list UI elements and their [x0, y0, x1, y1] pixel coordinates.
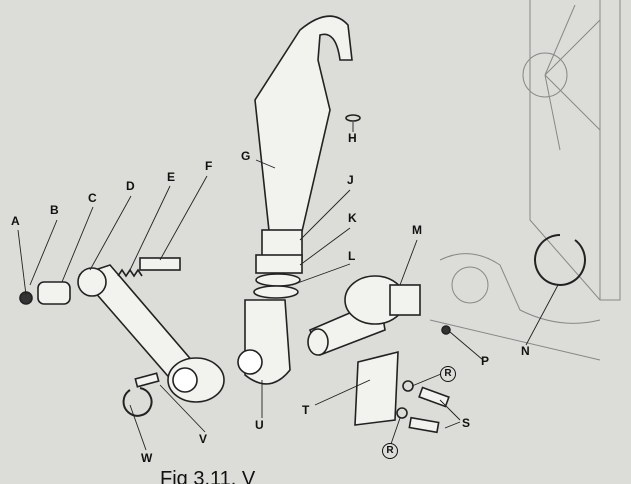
label-p: P	[481, 354, 490, 368]
label-s: S	[462, 416, 471, 430]
nut-part-p	[441, 325, 451, 335]
label-d: D	[126, 179, 135, 193]
label-h: H	[348, 131, 357, 145]
label-b: B	[50, 203, 59, 217]
label-k: K	[348, 211, 357, 225]
label-m: M	[412, 223, 422, 237]
screw-part-s2	[408, 416, 440, 434]
lever-part-d	[77, 264, 225, 403]
pin-part-v	[134, 372, 160, 388]
label-u: U	[255, 418, 264, 432]
label-l: L	[348, 249, 356, 263]
circlip-part-n	[534, 234, 586, 286]
plate-part-t	[354, 350, 399, 426]
washer-part-r1	[402, 380, 414, 392]
housing-outline	[429, 0, 621, 361]
label-f: F	[205, 159, 213, 173]
label-n: N	[521, 344, 530, 358]
bush-part-c	[37, 281, 71, 305]
label-e: E	[167, 170, 176, 184]
pin-part-h	[345, 114, 361, 122]
washer-part-r2	[396, 407, 408, 419]
spring-part-e	[117, 268, 143, 278]
hook-part-g	[237, 15, 353, 385]
label-a: A	[11, 214, 20, 228]
label-t: T	[302, 403, 310, 417]
screw-part-s1	[418, 386, 450, 408]
circlip-part-w	[122, 387, 153, 417]
label-g: G	[241, 149, 251, 163]
label-j: J	[347, 173, 354, 187]
figure-caption: Fig 3.11. V	[160, 468, 256, 484]
label-r-lower: R	[382, 443, 398, 459]
label-v: V	[199, 432, 208, 446]
shaft-part-m	[307, 275, 421, 357]
label-c: C	[88, 191, 97, 205]
label-r-upper: R	[440, 366, 456, 382]
bolt-part-f	[139, 257, 181, 271]
label-w: W	[141, 451, 153, 465]
